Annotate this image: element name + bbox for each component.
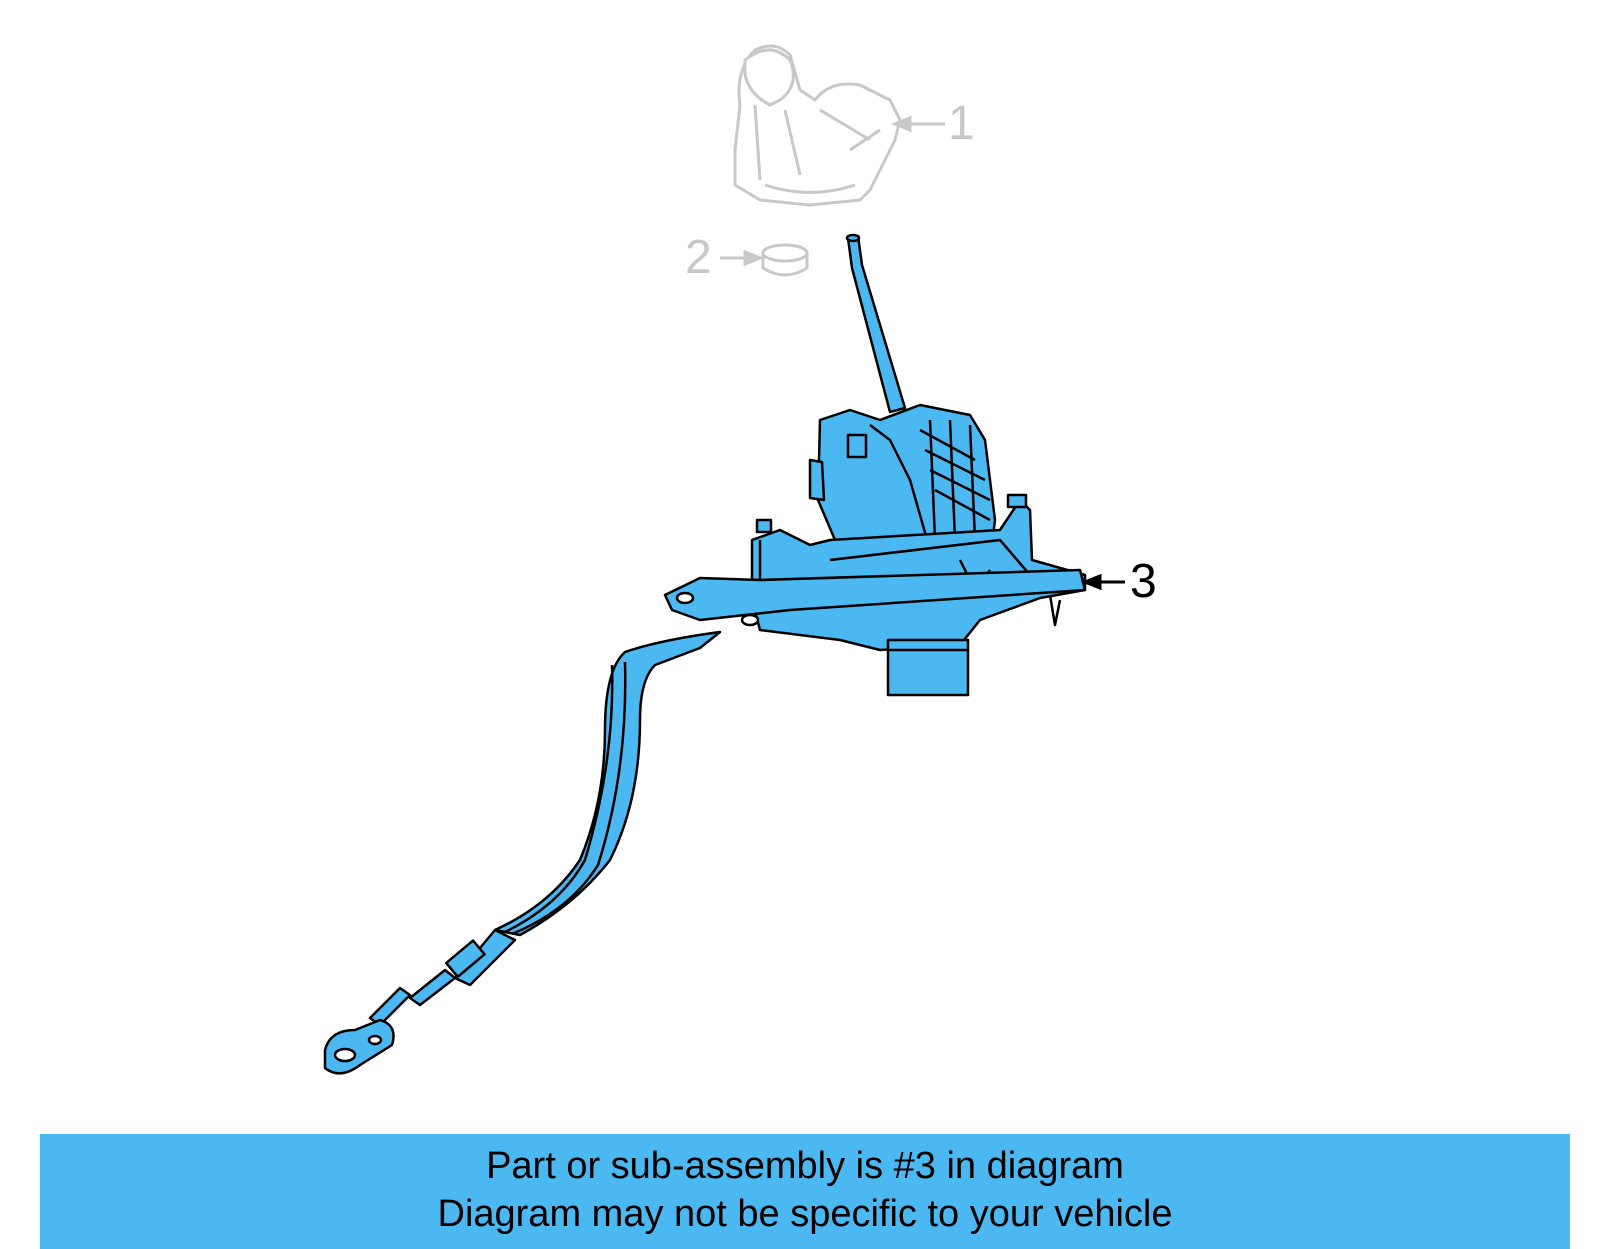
parts-diagram — [323, 44, 1125, 1075]
banner-line-2: Diagram may not be specific to your vehi… — [437, 1193, 1173, 1235]
callout-3-number: 3 — [1130, 555, 1157, 608]
banner-line-1: Part or sub-assembly is #3 in diagram — [486, 1145, 1124, 1187]
callout-1-number: 1 — [948, 97, 975, 150]
callout-2-arrow — [720, 249, 765, 267]
seal-ring-icon — [761, 243, 809, 277]
callout-3-arrow — [1080, 573, 1125, 591]
shift-knob-icon — [733, 44, 902, 207]
callout-2-number: 2 — [685, 231, 712, 284]
gear-shifter-assembly-icon — [323, 233, 1087, 1075]
callout-1-arrow — [890, 115, 945, 133]
info-banner: Part or sub-assembly is #3 in diagram Di… — [40, 1134, 1570, 1249]
